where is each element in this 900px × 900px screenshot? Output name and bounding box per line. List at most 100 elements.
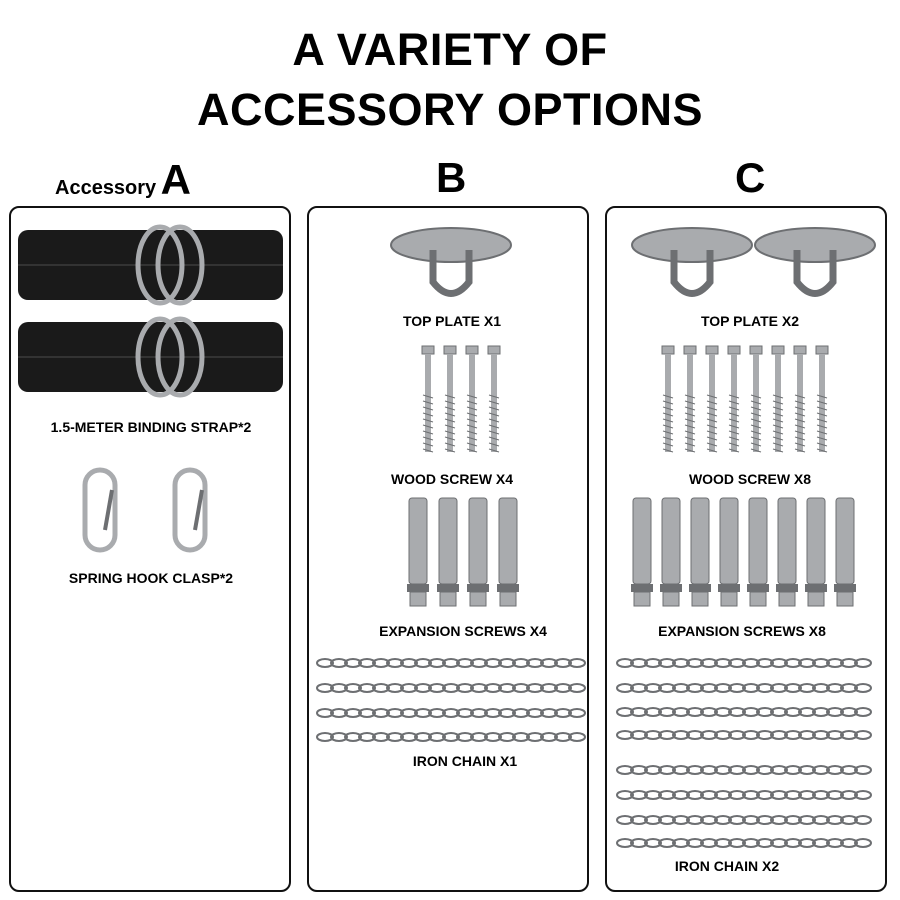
washer xyxy=(437,584,459,592)
chain-link xyxy=(568,732,586,742)
screw-thread xyxy=(444,418,456,423)
screw-head xyxy=(443,345,457,355)
nut xyxy=(662,591,680,607)
chain-link xyxy=(854,683,872,693)
chain-link xyxy=(672,658,690,668)
screw-thread xyxy=(444,436,456,441)
chain-link xyxy=(616,790,634,800)
sleeve xyxy=(690,497,710,585)
iron-chain-icon xyxy=(316,658,586,742)
screw-thread xyxy=(816,430,828,435)
screw-thread xyxy=(466,418,478,423)
chain-link xyxy=(358,732,376,742)
chain-link xyxy=(714,730,732,740)
title-line-2: ACCESSORY OPTIONS xyxy=(196,84,704,135)
screw-thread xyxy=(728,394,740,399)
panel-c xyxy=(605,206,887,892)
expansion-screw-icon xyxy=(718,497,740,607)
screw-thread xyxy=(684,394,696,399)
screw-thread xyxy=(684,406,696,411)
wood-screw-icon xyxy=(683,345,697,453)
screw-thread xyxy=(706,430,718,435)
panel-a xyxy=(9,206,291,892)
chain-link xyxy=(784,765,802,775)
chain-link xyxy=(498,683,516,693)
chain-link xyxy=(742,683,760,693)
chain-link xyxy=(770,707,788,717)
screw-thread xyxy=(422,430,434,435)
chain-link xyxy=(498,732,516,742)
chain-link xyxy=(658,707,676,717)
chain-link xyxy=(700,683,718,693)
chain-link xyxy=(840,838,858,848)
chain-link xyxy=(756,765,774,775)
chain-link xyxy=(644,658,662,668)
sleeve xyxy=(438,497,458,585)
chain-link xyxy=(644,765,662,775)
chain-link xyxy=(714,658,732,668)
chain-link xyxy=(714,838,732,848)
chain-link xyxy=(756,815,774,825)
nut xyxy=(778,591,796,607)
chain-link xyxy=(630,838,648,848)
chain-link xyxy=(512,658,530,668)
sleeve xyxy=(408,497,428,585)
chain-link xyxy=(686,838,704,848)
chain-link xyxy=(644,815,662,825)
screw-thread xyxy=(422,412,434,417)
chain-link xyxy=(568,683,586,693)
chain-link xyxy=(798,838,816,848)
nut xyxy=(409,591,427,607)
chain-link xyxy=(386,683,404,693)
screw-thread xyxy=(750,418,762,423)
washer xyxy=(834,584,856,592)
chain-link xyxy=(840,658,858,668)
screw-thread xyxy=(772,424,784,429)
chain-link xyxy=(826,815,844,825)
chain-link xyxy=(470,732,488,742)
screw-thread xyxy=(772,442,784,447)
chain-link xyxy=(428,683,446,693)
screw-thread xyxy=(750,448,762,453)
chain-link xyxy=(812,658,830,668)
screw-head xyxy=(705,345,719,355)
screw-thread xyxy=(750,442,762,447)
chain-link xyxy=(840,815,858,825)
c-chain-label: IRON CHAIN X2 xyxy=(674,858,780,874)
d-ring xyxy=(155,224,205,306)
chain-link xyxy=(756,730,774,740)
chain-link xyxy=(414,658,432,668)
chain-link xyxy=(400,708,418,718)
chain-link xyxy=(344,708,362,718)
chain-link xyxy=(316,658,334,668)
screw-thread xyxy=(662,400,674,405)
chain-link xyxy=(798,815,816,825)
chain-link xyxy=(442,658,460,668)
screw-thread xyxy=(706,436,718,441)
iron-chain-icon xyxy=(616,765,872,848)
b-chain-label: IRON CHAIN X1 xyxy=(412,753,518,769)
washer xyxy=(776,584,798,592)
chain-link xyxy=(526,708,544,718)
screw-thread xyxy=(772,436,784,441)
chain-link xyxy=(700,658,718,668)
chain-link xyxy=(826,790,844,800)
chain-link xyxy=(372,658,390,668)
chain-link xyxy=(630,765,648,775)
chain-link xyxy=(672,790,690,800)
screw-thread xyxy=(466,400,478,405)
washer xyxy=(805,584,827,592)
chain-link xyxy=(330,658,348,668)
screw-thread xyxy=(794,448,806,453)
spring-hook-icon xyxy=(172,467,208,553)
chain-link xyxy=(728,790,746,800)
chain-link xyxy=(840,730,858,740)
chain-link xyxy=(672,815,690,825)
chain-link xyxy=(554,658,572,668)
screw-thread xyxy=(750,430,762,435)
screw-thread xyxy=(684,436,696,441)
chain-link xyxy=(616,730,634,740)
chain-link xyxy=(826,658,844,668)
chain-link xyxy=(470,683,488,693)
chain-link xyxy=(854,658,872,668)
